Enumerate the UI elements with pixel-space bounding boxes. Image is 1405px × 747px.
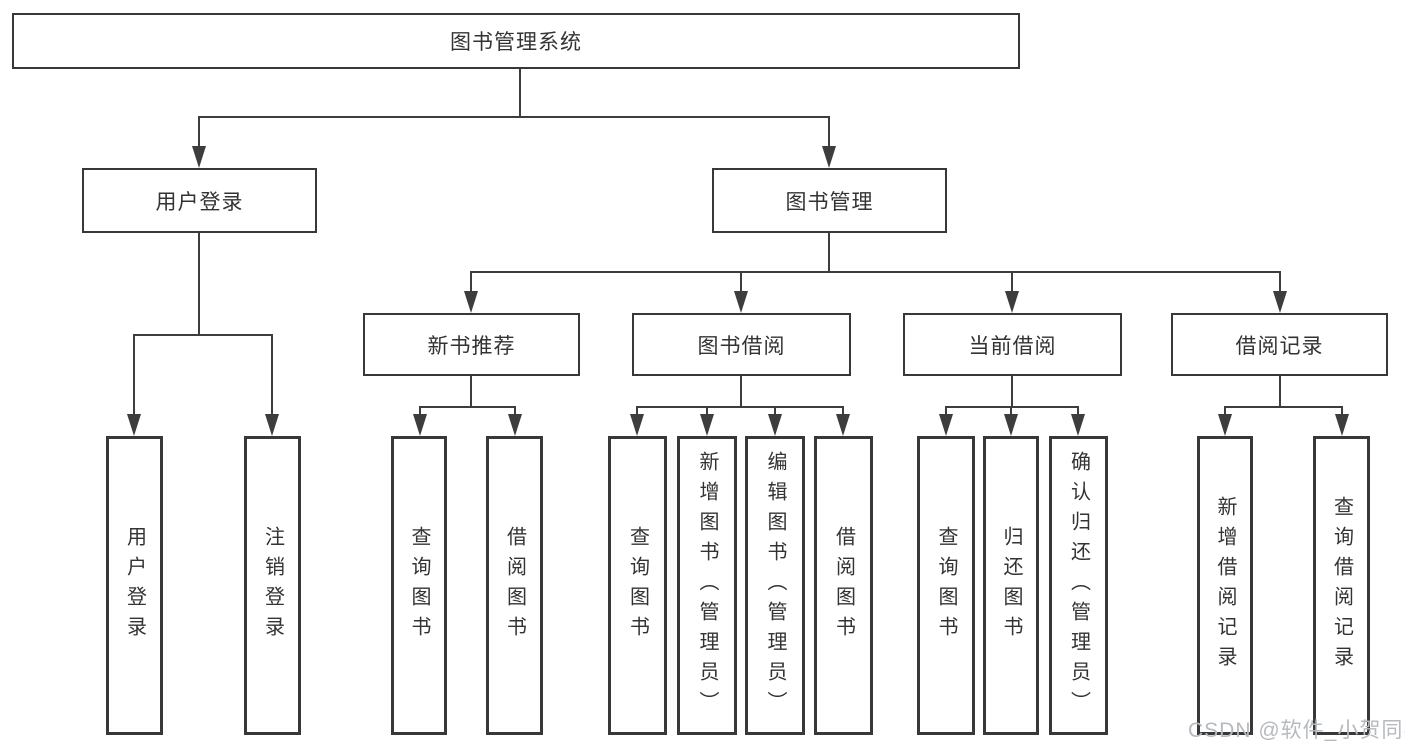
- connector-mgmt-stem: [828, 233, 830, 272]
- leaf-return-books: 归还图书: [983, 436, 1039, 735]
- node-user-login: 用户登录: [82, 168, 317, 233]
- leaf-newbook-borrow-books: 借阅图书: [486, 436, 543, 735]
- leaf-edit-book-admin-label: 编辑图书（管理员）: [764, 450, 786, 721]
- connector-arrow-records-leaf-2: [1335, 407, 1349, 436]
- leaf-current-query-books-label: 查询图书: [935, 525, 957, 646]
- csdn-watermark: CSDN @软件_小贺同学: [1188, 719, 1405, 742]
- connector-login-rail: [133, 334, 273, 336]
- connector-arrow-book-management: [822, 117, 836, 168]
- leaf-borrow-borrow-books-label: 借阅图书: [832, 525, 855, 646]
- leaf-add-book-admin: 新增图书（管理员）: [677, 436, 737, 735]
- connector-newbook-stem: [470, 376, 472, 407]
- node-current-borrow: 当前借阅: [903, 313, 1122, 376]
- connector-arrow-login-leaf-1: [127, 335, 141, 436]
- connector-root-rail: [198, 116, 830, 118]
- node-borrow-records: 借阅记录: [1171, 313, 1388, 376]
- connector-arrow-book-borrow: [734, 272, 748, 313]
- connector-arrow-borrow-leaf-4: [836, 407, 850, 436]
- connector-newbook-rail: [419, 406, 516, 408]
- leaf-user-login-label: 用户登录: [123, 525, 146, 646]
- connector-arrow-login-leaf-2: [265, 335, 279, 436]
- connector-arrow-user-login: [192, 117, 206, 168]
- node-borrow-records-label: 借阅记录: [1235, 334, 1324, 358]
- leaf-confirm-return-admin-label: 确认归还（管理员）: [1067, 450, 1090, 721]
- leaf-add-book-admin-label: 新增图书（管理员）: [696, 450, 718, 721]
- leaf-newbook-query-books-label: 查询图书: [408, 525, 430, 646]
- node-library-system: 图书管理系统: [12, 13, 1020, 69]
- node-current-borrow-label: 当前借阅: [968, 334, 1057, 358]
- connector-arrow-records-leaf-1: [1218, 407, 1232, 436]
- connector-borrow-stem: [740, 376, 742, 407]
- leaf-add-borrow-record: 新增借阅记录: [1197, 436, 1253, 735]
- leaf-borrow-query-books: 查询图书: [608, 436, 667, 735]
- leaf-edit-book-admin: 编辑图书（管理员）: [745, 436, 805, 735]
- connector-arrow-current-leaf-3: [1071, 407, 1085, 436]
- connector-arrow-borrow-leaf-2: [700, 407, 714, 436]
- node-library-system-label: 图书管理系统: [450, 31, 582, 54]
- leaf-borrow-borrow-books: 借阅图书: [814, 436, 873, 735]
- leaf-return-books-label: 归还图书: [1000, 525, 1022, 646]
- leaf-confirm-return-admin: 确认归还（管理员）: [1049, 436, 1108, 735]
- connector-mgmt-rail: [470, 271, 1281, 273]
- leaf-add-borrow-record-label: 新增借阅记录: [1214, 495, 1236, 676]
- connector-arrow-current-borrow: [1005, 272, 1019, 313]
- node-book-management: 图书管理: [712, 168, 947, 233]
- leaf-logout: 注销登录: [244, 436, 301, 735]
- connector-borrow-rail: [636, 406, 844, 408]
- node-new-book-recommend-label: 新书推荐: [427, 334, 516, 358]
- connector-arrow-newbook-leaf-1: [413, 407, 427, 436]
- connector-login-stem: [198, 233, 200, 335]
- connector-arrow-new-book: [464, 272, 478, 313]
- node-book-borrow-label: 图书借阅: [697, 334, 786, 358]
- leaf-borrow-query-books-label: 查询图书: [626, 525, 649, 646]
- leaf-newbook-query-books: 查询图书: [391, 436, 447, 735]
- connector-arrow-newbook-leaf-2: [508, 407, 522, 436]
- connector-arrow-borrow-leaf-3: [768, 407, 782, 436]
- node-new-book-recommend: 新书推荐: [363, 313, 580, 376]
- connector-current-rail: [945, 406, 1079, 408]
- leaf-query-borrow-record-label: 查询借阅记录: [1330, 495, 1353, 676]
- connector-root-stem: [519, 69, 521, 117]
- leaf-query-borrow-record: 查询借阅记录: [1313, 436, 1370, 735]
- node-book-management-label: 图书管理: [785, 190, 874, 214]
- connector-arrow-current-leaf-2: [1004, 407, 1018, 436]
- leaf-newbook-borrow-books-label: 借阅图书: [503, 525, 526, 646]
- connector-records-rail: [1224, 406, 1343, 408]
- connector-arrow-current-leaf-1: [939, 407, 953, 436]
- leaf-user-login: 用户登录: [106, 436, 163, 735]
- node-book-borrow: 图书借阅: [632, 313, 851, 376]
- leaf-logout-label: 注销登录: [261, 525, 284, 646]
- connector-current-stem: [1011, 375, 1013, 407]
- leaf-current-query-books: 查询图书: [917, 436, 975, 735]
- connector-arrow-borrow-records: [1273, 272, 1287, 313]
- node-user-login-label: 用户登录: [155, 190, 244, 214]
- connector-records-stem: [1279, 376, 1281, 407]
- connector-arrow-borrow-leaf-1: [630, 407, 644, 436]
